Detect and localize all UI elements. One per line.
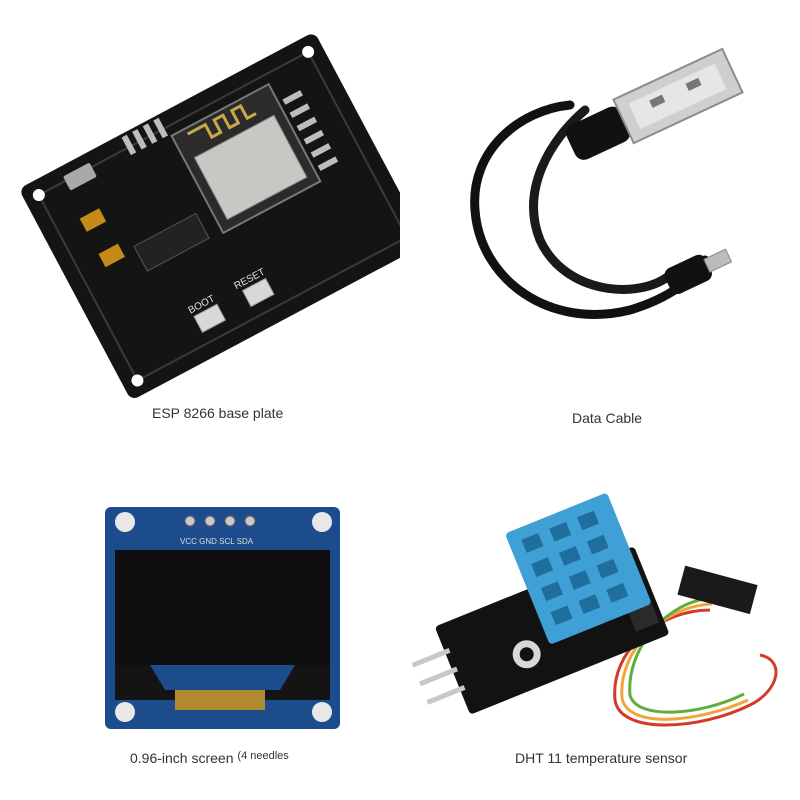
pcb-board [21, 34, 400, 398]
cable-caption: Data Cable [572, 410, 643, 426]
oled-caption-main: 0.96-inch screen [130, 750, 234, 766]
usb-cable-image [470, 47, 744, 319]
dht11-product: DHT 11 temperature sensor [400, 400, 800, 800]
wire-green [628, 596, 745, 714]
cable-product: Data Cable [400, 0, 800, 426]
esp8266-caption: ESP 8266 base plate [152, 405, 284, 421]
dupont-connector [677, 565, 758, 615]
esp8266-board-image: BOOT RESET [21, 34, 400, 398]
micro-usb-housing [664, 254, 712, 294]
oled-display [115, 550, 330, 665]
oled-pin-labels: VCC GND SCL SDA [180, 537, 254, 546]
oled-screen-image: VCC GND SCL SDA [105, 507, 340, 729]
cable-wire [470, 100, 710, 319]
dht-sensor-housing [506, 493, 651, 644]
micro-usb-connector [703, 248, 733, 273]
usb-a-housing [566, 106, 631, 160]
antenna-trace [186, 103, 257, 140]
metal-shield [193, 114, 308, 221]
ribbon-flex [175, 690, 265, 710]
reset-button [241, 277, 275, 308]
dht11-sensor-image [411, 493, 778, 727]
oled-product: VCC GND SCL SDA 0.96-inch screen (4 need… [0, 400, 400, 800]
usb-port [63, 163, 97, 190]
wire-orange [620, 602, 749, 721]
esp8266-product: BOOT RESET ESP 8266 base plate [0, 0, 400, 421]
dht11-caption: DHT 11 temperature sensor [515, 750, 688, 766]
oled-caption: 0.96-inch screen (4 needles [130, 750, 289, 766]
boot-button [193, 303, 227, 334]
oled-caption-note: (4 needles [237, 750, 289, 762]
